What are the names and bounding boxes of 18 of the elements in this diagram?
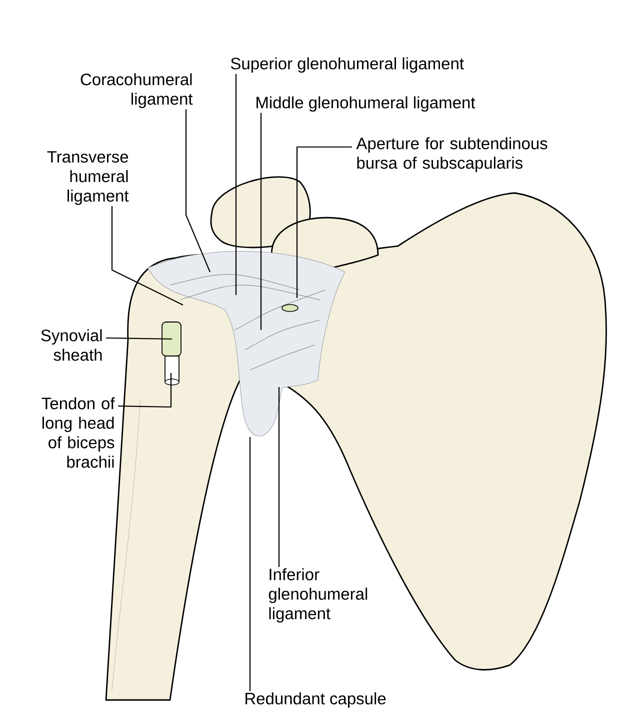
leader-line [278, 387, 280, 567]
callout-label: Redundant capsule [246, 692, 386, 708]
leader-line [235, 74, 237, 295]
callout-label: Tendon of long head of biceps brachii [42, 397, 115, 468]
callout-label: Inferior glenohumeral ligament [268, 568, 368, 623]
leader-line [260, 112, 262, 330]
leader-line [296, 146, 352, 298]
leader-line [118, 373, 172, 408]
leader-line [185, 109, 211, 272]
callout-label: Coracohumeral ligament [80, 73, 193, 108]
callout-label: Superior glenohumeral ligament [230, 57, 464, 73]
callout-label: Transverse humeral ligament [47, 151, 129, 205]
callout-label: Aperture for subtendinous bursa of subscapularis [356, 137, 548, 172]
callout-label: Synovial sheath [41, 329, 102, 361]
callout-label: Middle glenohumeral ligament [256, 96, 476, 112]
leader-line [106, 337, 172, 340]
leader-line [111, 206, 184, 306]
leader-line [249, 437, 251, 692]
